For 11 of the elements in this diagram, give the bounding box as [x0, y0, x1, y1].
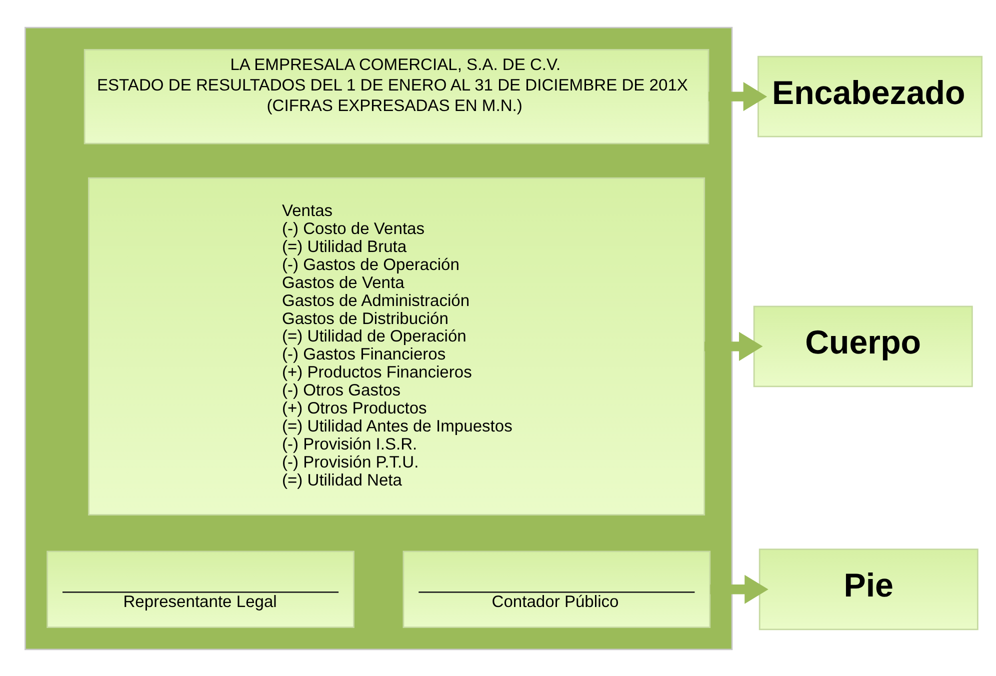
- arrow: [704, 331, 763, 360]
- node-box: Ventas (-) Costo de Ventas (=) Utilidad Bruta (-) Gastos de Operación Gastos de Venta Gastos de Administración Gastos de Distribución (=) Utilidad de Operación (-) Gastos Financieros (+) Productos Financieros (-) Otros Gastos (+) Otros Productos (=) Utilidad Antes de Impuestos (-) Provisión I.S.R. (-) Provisión P.T.U. (=) Utilidad Neta: [88, 176, 706, 516]
- node-box: Encabezado: [758, 55, 983, 137]
- node-box: Contador Público: [402, 550, 711, 628]
- cluster: [24, 26, 733, 650]
- node-box: LA EMPRESALA COMERCIAL, S.A. DE C.V. ESTADO DE RESULTADOS DEL 1 DE ENERO AL 31 DE DICIEMBRE DE 201X (CIFRAS EXPRESADAS EN M.N.): [84, 48, 710, 144]
- node-box: Cuerpo: [753, 305, 973, 387]
- arrow: [710, 574, 768, 604]
- node-box: Representante Legal: [46, 550, 354, 628]
- node-box: Pie: [758, 548, 978, 630]
- arrow: [708, 82, 768, 111]
